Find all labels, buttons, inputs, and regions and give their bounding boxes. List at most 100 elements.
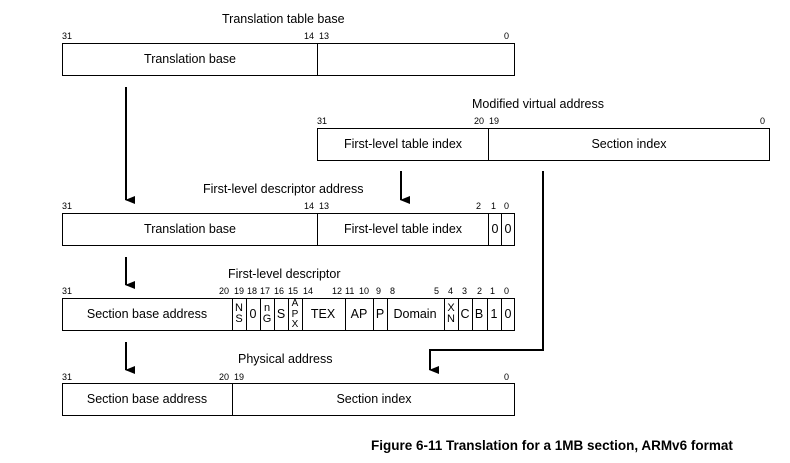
field-divider — [345, 299, 346, 330]
field-ns: N S — [235, 303, 243, 325]
mva-title: Modified virtual address — [472, 97, 605, 111]
field-xn: X N — [447, 303, 455, 325]
bit-label: 5 — [434, 286, 440, 296]
fld-register: Section base address N S 0 n G S A P X T… — [62, 298, 515, 331]
bit-label: 31 — [62, 372, 73, 382]
bit-label: 1 — [491, 201, 497, 211]
bit-label: 1 — [490, 286, 496, 296]
field-section-index: Section index — [591, 137, 667, 151]
bit-label: 10 — [359, 286, 370, 296]
field-divider — [302, 299, 303, 330]
pa-register: Section base address Section index — [62, 383, 515, 416]
field-divider — [373, 299, 374, 330]
fld-addr-register: Translation base First-level table index… — [62, 213, 515, 246]
field-divider — [288, 299, 289, 330]
field-s: S — [276, 307, 286, 321]
fld-addr-title: First-level descriptor address — [203, 182, 364, 196]
pa-title: Physical address — [238, 352, 333, 366]
field-translation-base: Translation base — [144, 52, 236, 66]
bit-label: 31 — [62, 286, 73, 296]
field-bit1: 1 — [490, 307, 498, 321]
field-divider — [444, 299, 445, 330]
field-tex: TEX — [310, 307, 336, 321]
bit-label: 0 — [504, 286, 510, 296]
field-divider — [317, 214, 318, 245]
bit-label: 18 — [247, 286, 258, 296]
bit-label: 14 — [304, 201, 315, 211]
field-section-base: Section base address — [86, 392, 208, 406]
field-section-base: Section base address — [86, 307, 208, 321]
bit-label: 2 — [476, 201, 482, 211]
bit-label: 17 — [260, 286, 271, 296]
bit-label: 15 — [288, 286, 299, 296]
bit-label: 31 — [317, 116, 328, 126]
field-ns-letter: N — [235, 302, 243, 314]
mva-register: First-level table index Section index — [317, 128, 770, 161]
field-divider — [472, 299, 473, 330]
bit-label: 16 — [274, 286, 285, 296]
field-divider — [232, 299, 233, 330]
field-translation-base: Translation base — [144, 222, 236, 236]
field-first-level-index: First-level table index — [343, 137, 463, 151]
field-divider — [488, 214, 489, 245]
bit-label: 20 — [474, 116, 485, 126]
fld-title: First-level descriptor — [228, 267, 341, 281]
field-domain: Domain — [393, 307, 437, 321]
bit-label: 12 — [332, 286, 343, 296]
field-apx-letter: P — [291, 308, 299, 320]
field-xn-letter: X — [447, 302, 455, 314]
bit-label: 0 — [760, 116, 766, 126]
field-divider — [274, 299, 275, 330]
bit-label: 14 — [303, 286, 314, 296]
bit-label: 20 — [219, 372, 230, 382]
figure-caption: Figure 6-11 Translation for a 1MB sectio… — [371, 438, 733, 453]
ttb-title: Translation table base — [222, 12, 345, 26]
bit-label: 31 — [62, 31, 73, 41]
field-c: C — [460, 307, 470, 321]
bit-label: 0 — [504, 31, 510, 41]
bit-label: 13 — [319, 31, 330, 41]
bit-label: 4 — [448, 286, 454, 296]
bit-label: 9 — [376, 286, 382, 296]
field-ng: n G — [263, 303, 272, 325]
field-divider — [488, 129, 489, 160]
bit-label: 13 — [319, 201, 330, 211]
bit-label: 3 — [462, 286, 468, 296]
field-bit0: 0 — [504, 222, 512, 236]
bit-label: 0 — [504, 201, 510, 211]
arrow-section-index-to-pa — [429, 171, 544, 374]
field-ng-letter: G — [262, 313, 272, 325]
field-ns-letter: S — [235, 313, 243, 325]
bit-label: 0 — [504, 372, 510, 382]
field-xn-letter: N — [447, 313, 455, 325]
field-divider — [458, 299, 459, 330]
bit-label: 19 — [234, 372, 245, 382]
bit-label: 19 — [489, 116, 500, 126]
field-first-level-index: First-level table index — [343, 222, 463, 236]
field-bit1: 0 — [491, 222, 499, 236]
bit-label: 20 — [219, 286, 230, 296]
field-bit18: 0 — [249, 307, 257, 321]
field-apx-letter: X — [291, 319, 299, 330]
field-b: B — [474, 307, 484, 321]
bit-label: 8 — [390, 286, 396, 296]
bit-label: 31 — [62, 201, 73, 211]
field-divider — [487, 299, 488, 330]
field-ng-letter: n — [263, 302, 271, 314]
ttb-register: Translation base — [62, 43, 515, 76]
field-section-index: Section index — [336, 392, 412, 406]
field-divider — [260, 299, 261, 330]
field-divider — [317, 44, 318, 75]
field-divider — [387, 299, 388, 330]
field-p: P — [375, 307, 385, 321]
field-apx-letter: A — [291, 298, 299, 309]
bit-label: 11 — [345, 286, 355, 296]
field-divider — [232, 384, 233, 415]
bit-label: 2 — [477, 286, 483, 296]
field-divider — [246, 299, 247, 330]
bit-label: 19 — [234, 286, 245, 296]
field-ap: AP — [350, 307, 368, 321]
field-apx: A P X — [291, 298, 299, 331]
bit-label: 14 — [304, 31, 315, 41]
